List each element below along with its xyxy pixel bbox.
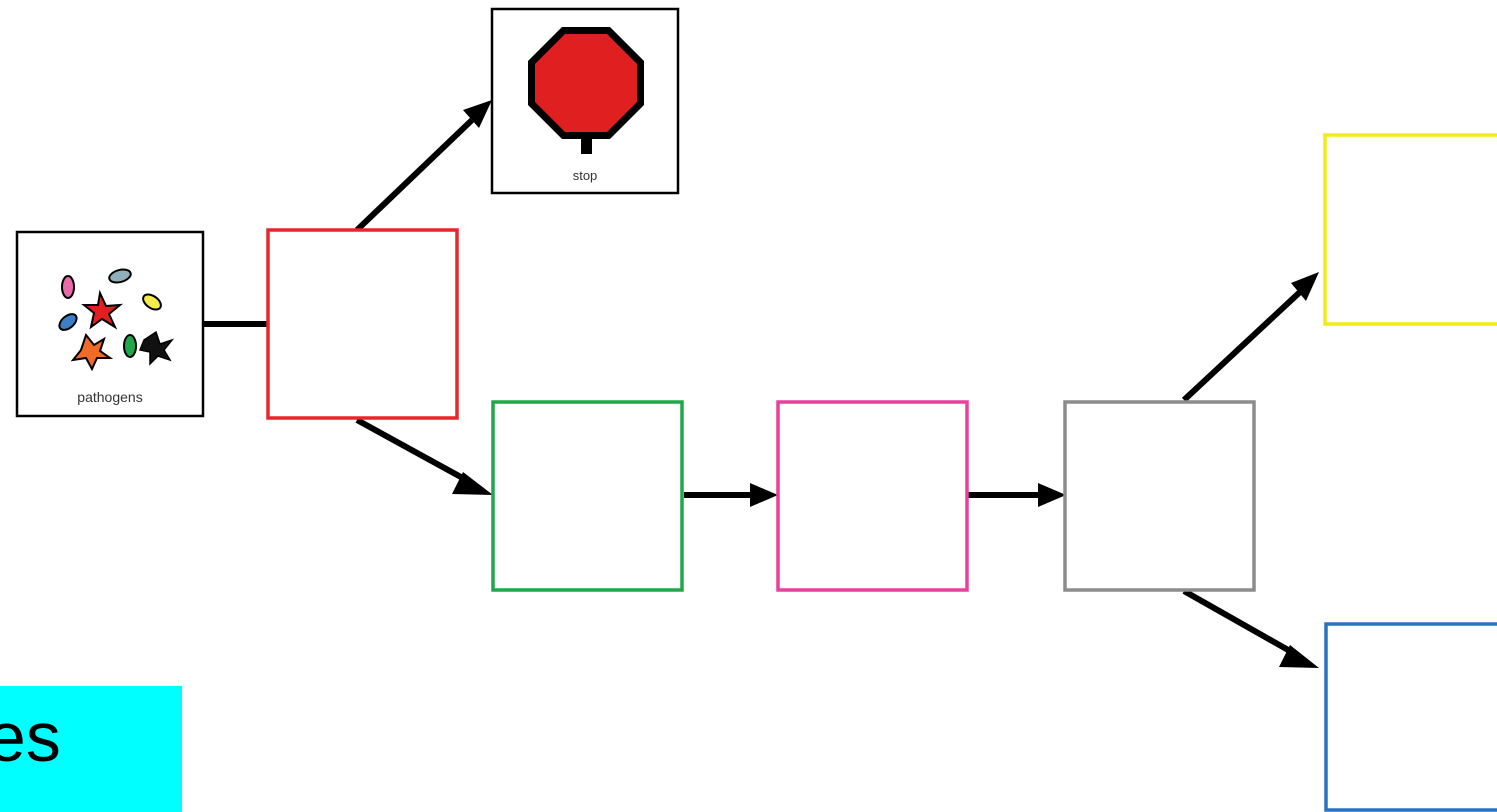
arrow-gray-to-yellow (1181, 289, 1303, 403)
arrowhead-gray-to-yellow (1291, 272, 1319, 301)
stop-label: stop (573, 168, 598, 183)
arrowhead-green-to-pink (750, 483, 778, 507)
arrow-red-to-stop (354, 117, 475, 233)
arrow-gray-to-blue (1182, 588, 1299, 658)
caption-box (0, 686, 182, 812)
arrowhead-red-to-stop (463, 100, 492, 128)
arrow-red-to-green (355, 417, 472, 485)
arrowhead-gray-to-blue (1279, 645, 1319, 668)
caption-text: nes (0, 698, 61, 776)
gray-box (1063, 400, 1256, 592)
pathogens-icon (58, 268, 175, 372)
stop-sign-icon (528, 27, 644, 154)
arrowhead-red-to-green (452, 472, 493, 495)
pathogens-label: pathogens (77, 389, 142, 405)
yellow-box (1323, 133, 1497, 326)
blue-box (1324, 622, 1497, 812)
stop-node: stop (490, 7, 680, 195)
arrows (204, 100, 1319, 668)
green-box (491, 400, 684, 592)
red-box (266, 228, 459, 420)
arrowhead-pink-to-gray (1038, 483, 1066, 507)
pink-box (776, 400, 969, 592)
pathogens-node: pathogens (15, 230, 205, 418)
